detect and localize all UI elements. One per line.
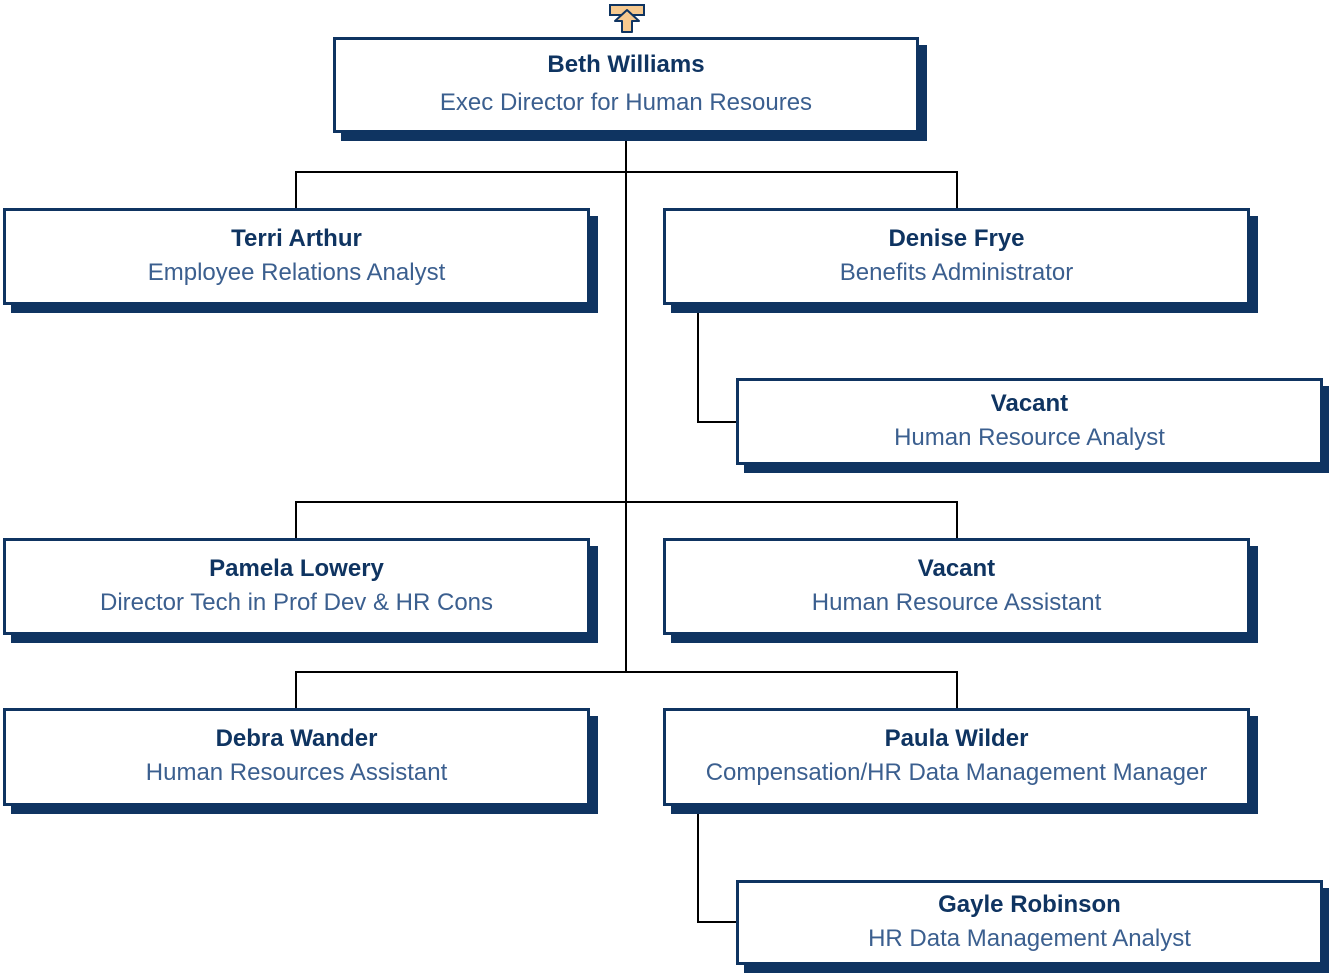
org-node-pamela-lowery[interactable]: Pamela Lowery Director Tech in Prof Dev …	[3, 538, 590, 635]
connector-paula-to-gayle	[697, 806, 738, 923]
node-name: Vacant	[917, 554, 996, 582]
org-node-root[interactable]: Beth Williams Exec Director for Human Re…	[333, 37, 919, 133]
node-name: Pamela Lowery	[209, 554, 384, 582]
org-node-vacant-hr-analyst[interactable]: Vacant Human Resource Analyst	[736, 378, 1323, 465]
node-name: Vacant	[990, 389, 1069, 417]
org-node-debra-wander[interactable]: Debra Wander Human Resources Assistant	[3, 708, 590, 806]
node-title: Benefits Administrator	[839, 258, 1074, 286]
connector-level-1	[295, 171, 958, 210]
node-name: Terri Arthur	[231, 224, 362, 252]
node-name: Beth Williams	[547, 51, 705, 78]
node-name: Debra Wander	[215, 725, 378, 752]
node-title: Compensation/HR Data Management Manager	[705, 759, 1208, 786]
org-node-terri-arthur[interactable]: Terri Arthur Employee Relations Analyst	[3, 208, 590, 305]
org-node-gayle-robinson[interactable]: Gayle Robinson HR Data Management Analys…	[736, 880, 1323, 965]
node-title: Human Resources Assistant	[145, 759, 448, 786]
org-node-vacant-hr-assistant[interactable]: Vacant Human Resource Assistant	[663, 538, 1250, 635]
node-name: Gayle Robinson	[938, 890, 1121, 918]
org-node-denise-frye[interactable]: Denise Frye Benefits Administrator	[663, 208, 1250, 305]
connector-denise-to-vacant	[697, 305, 738, 423]
connector-level-2	[295, 501, 958, 540]
up-arrow-icon	[609, 4, 645, 33]
node-title: Exec Director for Human Resoures	[439, 89, 813, 116]
connector-level-3	[295, 671, 958, 710]
node-title: Human Resource Assistant	[811, 588, 1102, 616]
navigate-up-button[interactable]	[609, 4, 645, 34]
org-node-paula-wilder[interactable]: Paula Wilder Compensation/HR Data Manage…	[663, 708, 1250, 806]
node-name: Paula Wilder	[884, 725, 1029, 752]
node-title: Employee Relations Analyst	[147, 258, 446, 286]
node-title: Human Resource Analyst	[894, 423, 1165, 451]
node-name: Denise Frye	[888, 224, 1025, 252]
node-title: HR Data Management Analyst	[868, 924, 1191, 952]
node-title: Director Tech in Prof Dev & HR Cons	[99, 588, 494, 616]
